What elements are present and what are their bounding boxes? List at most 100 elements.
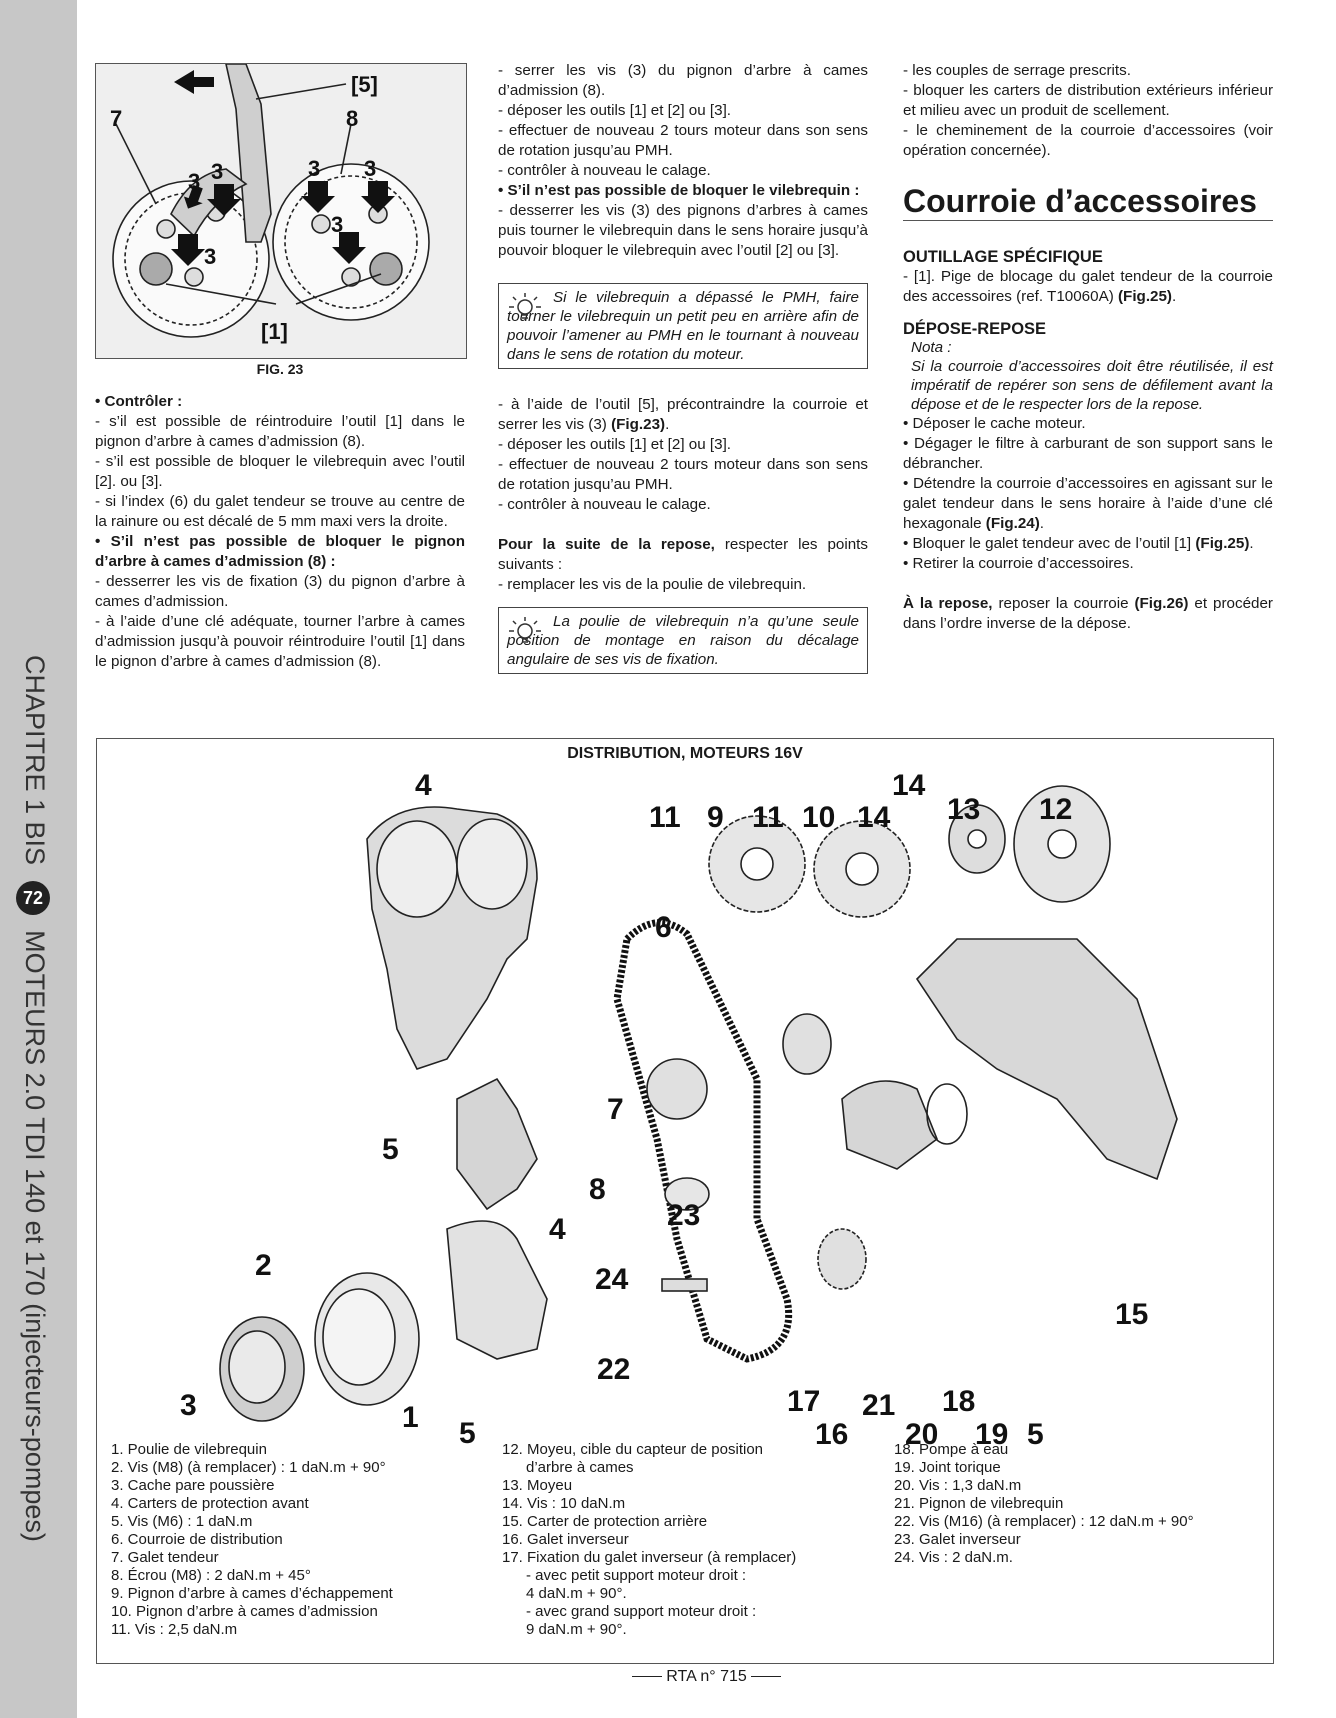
paragraph: - effectuer de nouveau 2 tours moteur da… xyxy=(498,456,868,493)
fig23-callout: 3 xyxy=(204,244,216,269)
tip-note: Si le vilebrequin a dépassé le PMH, fair… xyxy=(498,283,868,369)
paragraph: • Dégager le filtre à carburant de son s… xyxy=(903,435,1273,472)
note-text: La poulie de vilebrequin n’a qu’une seul… xyxy=(507,613,859,668)
legend-item: 14. Vis : 10 daN.m xyxy=(502,1495,626,1512)
paragraph: • Détendre la courroie d’accessoires en … xyxy=(903,474,1273,534)
text-span: reposer la courroie xyxy=(992,595,1135,612)
figure-ref: (Fig.24) xyxy=(985,515,1040,532)
legend-item: 7. Galet tendeur xyxy=(111,1549,219,1566)
part-label: 20 xyxy=(905,1418,938,1451)
part-label: 21 xyxy=(862,1389,895,1422)
fig23-callout: 3 xyxy=(331,212,343,237)
text-column-1: • Contrôler : - s’il est possible de réi… xyxy=(95,392,465,672)
legend-item: 9 daN.m + 90°. xyxy=(526,1621,627,1638)
figure-ref: (Fig.25) xyxy=(1117,288,1172,305)
legend-column-3: 18. Pompe à eau 19. Joint torique 20. Vi… xyxy=(894,1441,1194,1567)
chapter-sidebar xyxy=(0,0,77,1718)
text-column-3: - les couples de serrage prescrits. - bl… xyxy=(903,61,1273,634)
legend-item: 21. Pignon de vilebrequin xyxy=(894,1495,1064,1512)
part-label: 13 xyxy=(947,793,980,826)
fig23-drawing: [5] 7 8 3 3 3 3 3 3 [1] xyxy=(96,63,466,358)
text-span: et procéder dans l’ordre inverse de la d… xyxy=(903,595,1273,632)
legend-item: 11. Vis : 2,5 daN.m xyxy=(111,1621,238,1638)
fig23-callout: 8 xyxy=(346,106,358,131)
part-label: 4 xyxy=(549,1213,566,1246)
paragraph: - serrer les vis (3) du pignon d’arbre à… xyxy=(498,62,868,99)
paragraph: - à l’aide d’une clé adéquate, tourner l… xyxy=(95,613,465,670)
legend-item: 2. Vis (M8) (à remplacer) : 1 daN.m + 90… xyxy=(111,1459,386,1476)
legend-item: 6. Courroie de distribution xyxy=(111,1531,283,1548)
figure-title: DISTRIBUTION, MOTEURS 16V xyxy=(567,745,803,762)
nota-label: Nota : xyxy=(911,339,952,356)
paragraph: - le cheminement de la courroie d’access… xyxy=(903,122,1273,159)
paragraph: • Déposer le cache moteur. xyxy=(903,415,1086,432)
legend-item: 22. Vis (M16) (à remplacer) : 12 daN.m +… xyxy=(894,1513,1194,1530)
legend-item: - avec grand support moteur droit : xyxy=(526,1603,757,1620)
part-label: 12 xyxy=(1039,793,1072,826)
legend-item: d’arbre à cames xyxy=(526,1459,634,1476)
fig23-callout: [5] xyxy=(351,72,378,97)
text-span: Pour la suite de la repose, xyxy=(498,536,715,553)
paragraph: À la repose, reposer la courroie (Fig.26… xyxy=(903,594,1273,634)
legend-item: 1. Poulie de vilebrequin xyxy=(111,1441,267,1458)
note-text: Si le vilebrequin a dépassé le PMH, fair… xyxy=(507,289,859,363)
part-label: 14 xyxy=(857,801,891,834)
legend-item: 16. Galet inverseur xyxy=(502,1531,629,1548)
legend-item: 4 daN.m + 90°. xyxy=(526,1585,627,1602)
legend-item: 24. Vis : 2 daN.m. xyxy=(894,1549,1013,1566)
paragraph: - déposer les outils [1] et [2] ou [3]. xyxy=(498,102,732,119)
text-span: À la repose, xyxy=(903,595,993,612)
legend-item: 12. Moyeu, cible du capteur de position xyxy=(502,1441,763,1458)
exploded-drawing: 4 11 9 11 10 14 14 13 12 6 5 7 8 4 23 2 … xyxy=(180,769,1178,1451)
part-label: 11 xyxy=(752,801,784,834)
text-span: • Bloquer le galet tendeur avec de l’out… xyxy=(903,535,1196,552)
text-span: . xyxy=(1039,515,1045,532)
fig23-callout: 3 xyxy=(211,159,223,184)
paragraph: • S’il n’est pas possible de bloquer le … xyxy=(498,182,860,199)
legend-item: 3. Cache pare poussière xyxy=(111,1477,275,1494)
part-label: 10 xyxy=(802,801,835,834)
text-span: . xyxy=(1172,288,1177,305)
part-label: 8 xyxy=(589,1173,606,1206)
paragraph: • Contrôler : xyxy=(95,393,183,410)
paragraph: - à l’aide de l’outil [5], précontraindr… xyxy=(498,395,868,435)
legend-item: 23. Galet inverseur xyxy=(894,1531,1021,1548)
chapter-label: CHAPITRE 1 BIS xyxy=(19,655,50,866)
legend-item: 5. Vis (M6) : 1 daN.m xyxy=(111,1513,253,1530)
legend-item: 20. Vis : 1,3 daN.m xyxy=(894,1477,1022,1494)
legend-item: 10. Pignon d’arbre à cames d’admission xyxy=(111,1603,378,1620)
text-span: . xyxy=(665,416,670,433)
legend-item: 19. Joint torique xyxy=(894,1459,1001,1476)
fig23-callout: 7 xyxy=(110,106,122,131)
fig23-callout: 3 xyxy=(188,169,200,194)
figure-ref: (Fig.26) xyxy=(1134,595,1189,612)
paragraph: - bloquer les carters de distribution ex… xyxy=(903,82,1273,119)
paragraph: - effectuer de nouveau 2 tours moteur da… xyxy=(498,122,868,159)
paragraph: • S’il n’est pas possible de bloquer le … xyxy=(95,533,465,570)
part-label: 11 xyxy=(649,801,681,834)
lightbulb-icon xyxy=(509,293,541,319)
part-label: 23 xyxy=(667,1199,700,1232)
text-span: respecter les points suivants : xyxy=(498,536,868,573)
legend-column-2: 12. Moyeu, cible du capteur de position … xyxy=(502,1441,796,1639)
legend-item: - avec petit support moteur droit : xyxy=(526,1567,747,1584)
legend-item: 4. Carters de protection avant xyxy=(111,1495,309,1512)
part-label: 15 xyxy=(1115,1298,1148,1331)
part-label: 9 xyxy=(707,801,724,834)
paragraph: - contrôler à nouveau le calage. xyxy=(498,496,711,513)
footer-text: RTA n° 715 xyxy=(666,1668,747,1685)
part-label: 5 xyxy=(382,1133,399,1166)
subheading: DÉPOSE-REPOSE xyxy=(903,320,1047,338)
page-footer: RTA n° 715 xyxy=(0,1668,1336,1686)
part-label: 24 xyxy=(595,1263,629,1296)
paragraph: - desserrer les vis de fixation (3) du p… xyxy=(95,573,465,610)
part-label: 22 xyxy=(597,1353,630,1386)
nota-text: Si la courroie d’accessoires doit être r… xyxy=(911,358,1273,413)
paragraph: - desserrer les vis (3) des pignons d’ar… xyxy=(498,202,868,259)
part-label: 18 xyxy=(942,1385,975,1418)
figure-ref: (Fig.25) xyxy=(1195,535,1250,552)
legend-item: 13. Moyeu xyxy=(502,1477,573,1494)
paragraph: - les couples de serrage prescrits. xyxy=(903,62,1131,79)
fig23-caption: FIG. 23 xyxy=(256,361,304,377)
text-span: - [1]. Pige de blocage du galet tendeur … xyxy=(903,268,1273,305)
